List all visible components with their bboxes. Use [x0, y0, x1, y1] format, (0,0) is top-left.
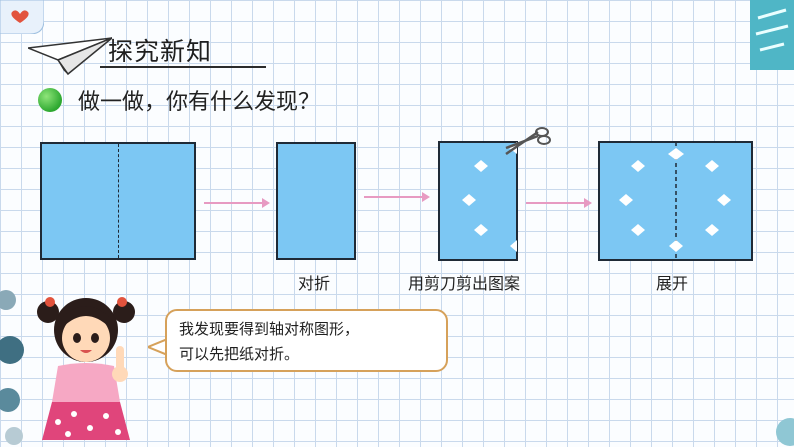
paper-plane-icon: [28, 37, 112, 76]
scissors-icon: [505, 127, 551, 156]
step-label-cut: 用剪刀剪出图案: [408, 274, 521, 293]
paper-unfolded-cut: [598, 141, 753, 261]
corner-decoration: [776, 418, 794, 446]
speech-line-1: 我发现要得到轴对称图形，: [179, 320, 360, 338]
side-decoration: [0, 290, 24, 445]
paper-cut: [438, 141, 518, 261]
fold-line: [118, 144, 119, 258]
girl-illustration: [37, 297, 135, 440]
paper-unfolded: [40, 142, 196, 260]
step-label-unfold: 展开: [656, 274, 689, 293]
activity-prompt: 做一做，你有什么发现？: [78, 90, 321, 115]
corner-decoration: [750, 0, 794, 70]
speech-bubble: 我发现要得到轴对称图形， 可以先把纸对折。: [165, 309, 448, 372]
title-underline: [100, 66, 266, 68]
speech-line-2: 可以先把纸对折。: [179, 345, 300, 363]
arrow-right-icon: [526, 198, 592, 208]
step-label-fold: 对折: [298, 274, 331, 293]
section-title: 探究新知: [108, 37, 213, 66]
arrow-right-icon: [204, 198, 270, 208]
heart-badge-icon: [0, 0, 44, 34]
green-dot-icon: [38, 88, 62, 112]
paper-folded: [276, 142, 356, 260]
arrow-right-icon: [364, 192, 430, 202]
